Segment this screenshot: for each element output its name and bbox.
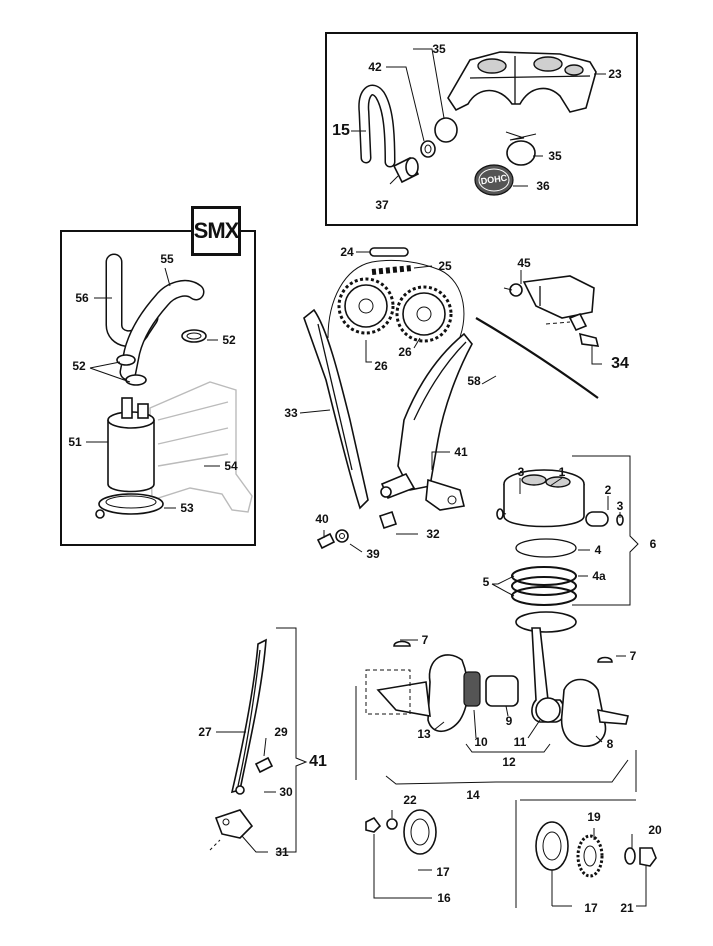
part-number-6: 6: [649, 537, 657, 551]
part-number-45: 45: [517, 256, 531, 270]
part-number-11: 11: [513, 735, 527, 749]
leaders-smx: [86, 267, 220, 509]
part-number-16: 16: [437, 891, 451, 905]
part-number-13: 13: [417, 727, 431, 741]
part-number-24: 24: [340, 245, 354, 259]
part-number-25: 25: [438, 259, 452, 273]
guide-assembly-41-drawing: [214, 638, 274, 839]
part-number-54: 54: [224, 459, 238, 473]
part-number-7-right: 7: [629, 649, 637, 663]
part-number-35-top: 35: [432, 42, 446, 56]
part-number-37: 37: [375, 198, 389, 212]
part-number-7-left: 7: [421, 633, 429, 647]
part-number-33: 33: [284, 406, 298, 420]
part-number-52-left: 52: [72, 359, 86, 373]
part-number-32: 32: [426, 527, 440, 541]
piston-drawing: [496, 469, 624, 606]
part-number-41-bottom: 41: [309, 753, 327, 770]
part-number-17-right: 17: [584, 901, 598, 915]
part-number-39: 39: [366, 547, 380, 561]
camshaft-cover-frame: [325, 32, 638, 226]
part-number-14: 14: [466, 788, 480, 802]
part-number-58: 58: [467, 374, 481, 388]
tensioner-plunger-drawing: [475, 275, 600, 399]
part-number-51: 51: [68, 435, 82, 449]
part-number-52-right: 52: [222, 333, 236, 347]
leaders-left: [209, 627, 308, 853]
part-number-17-left: 17: [436, 865, 450, 879]
part-number-34: 34: [611, 355, 629, 372]
part-number-22: 22: [403, 793, 417, 807]
part-number-27: 27: [198, 725, 212, 739]
part-number-30: 30: [279, 785, 293, 799]
leaders-bearings: [373, 799, 647, 908]
part-number-23: 23: [608, 67, 622, 81]
part-number-26-right: 26: [398, 345, 412, 359]
part-number-26-left: 26: [374, 359, 388, 373]
part-number-29: 29: [274, 725, 288, 739]
part-number-53: 53: [180, 501, 194, 515]
part-number-8: 8: [606, 737, 614, 751]
part-number-42: 42: [368, 60, 382, 74]
leaders-top: [351, 48, 606, 187]
part-number-3-left: 3: [517, 465, 525, 479]
cam-cover-drawing: [447, 51, 597, 113]
part-number-4: 4: [594, 543, 602, 557]
part-number-40: 40: [315, 512, 329, 526]
seal-35-outline: [505, 131, 537, 141]
part-number-4a: 4a: [592, 569, 606, 583]
leaders-piston: [491, 455, 639, 606]
fuel-pump-drawing: [95, 253, 253, 519]
crankshaft-drawing: [365, 611, 629, 747]
timing-chain-assembly: [303, 247, 473, 550]
part-number-9: 9: [505, 714, 513, 728]
part-number-10: 10: [474, 735, 488, 749]
part-number-41-top: 41: [454, 445, 468, 459]
main-bearings-drawing: [365, 809, 657, 878]
smx-badge: SMX: [191, 206, 241, 256]
part-number-55: 55: [160, 252, 174, 266]
part-number-36: 36: [536, 179, 550, 193]
part-number-2: 2: [604, 483, 612, 497]
leaders-chain: [299, 251, 450, 553]
seal-35: [506, 140, 536, 166]
part-number-3-right: 3: [616, 499, 624, 513]
part-number-5: 5: [482, 575, 490, 589]
dohc-plug-36: [474, 164, 514, 196]
part-number-56: 56: [75, 291, 89, 305]
oring-42: [420, 140, 436, 158]
part-number-35-bottom: 35: [548, 149, 562, 163]
part-number-21: 21: [620, 901, 634, 915]
part-number-15: 15: [332, 122, 350, 139]
part-number-1: 1: [558, 465, 566, 479]
leaders-crank: [355, 639, 637, 792]
part-number-20: 20: [648, 823, 662, 837]
part-number-31: 31: [275, 845, 289, 859]
smx-fuel-pump-frame: [60, 230, 256, 546]
part-number-19: 19: [587, 810, 601, 824]
part-number-12: 12: [502, 755, 516, 769]
oring-35-top: [434, 117, 458, 143]
leaders-tensioner: [481, 270, 602, 385]
